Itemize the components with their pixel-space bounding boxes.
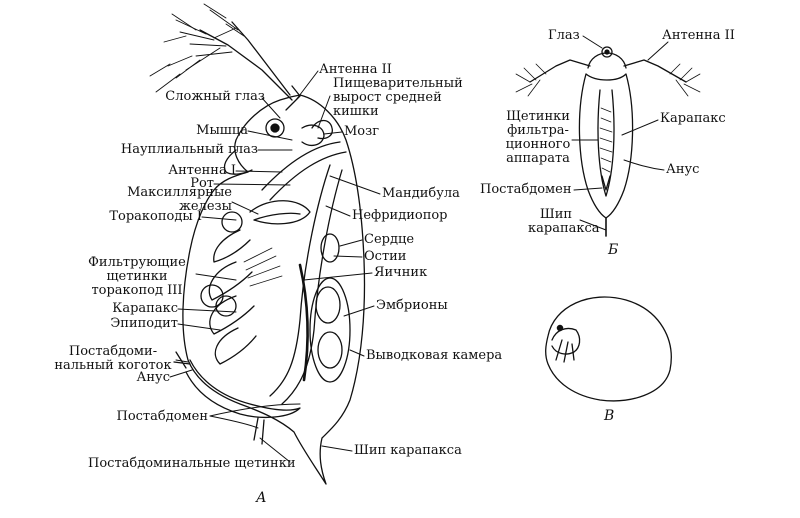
label-postabdomen-b: Постабдомен [480,182,572,197]
label-thoracopods-1: Торакоподы I [109,209,202,224]
panel-c-drawing [545,296,672,402]
label-embryos: Эмбрионы [376,298,448,313]
label-antenna-2-a: Антенна II [319,62,392,77]
label-eye-b: Глаз [548,28,580,43]
label-postabdominal-claw: Постабдоми- нальный коготок [54,344,172,373]
brain-shape [301,124,325,147]
label-anus-b: Анус [666,162,700,177]
label-muscle: Мышца [196,123,248,138]
antenna-ii-a [149,3,301,111]
label-compound-eye: Сложный глаз [165,89,265,104]
brood-chamber-shape [309,277,351,383]
label-mandible: Мандибула [382,186,460,201]
label-postabdominal-setae: Постабдоминальные щетинки [88,456,296,471]
thoracopods-a [200,211,283,365]
label-filter-setae-b: Щетинки фильтра- ционного аппарата [505,109,571,166]
label-mouth: Рот [190,176,214,191]
label-brain: Мозг [344,124,380,139]
label-maxillary-glands: Максиллярные железы [127,185,232,214]
body-outline-a [182,94,366,485]
label-ostia: Остии [364,249,407,264]
label-nephridiopore: Нефридиопор [352,208,448,223]
panel-letter-b: Б [608,242,619,258]
label-carapace-spine-b: Шип карапакса [528,207,600,236]
postabdominal-claw-shape [173,351,191,369]
label-carapace-b: Карапакс [660,111,726,126]
label-heart: Сердце [364,232,415,247]
postabdomen-a [185,359,301,418]
label-brood-chamber: Выводковая камера [366,348,503,363]
gut-a [261,141,347,405]
label-naupliar-eye: Науплиальный глаз [120,142,258,157]
panel-letter-c: В [604,408,615,424]
ovary-shape [298,263,309,382]
label-digestive-caecum: Пищеварительный вырост средней кишки [333,76,463,119]
panel-a-leaders [169,70,381,463]
panel-letter-a: А [256,490,267,506]
label-antenna-2-b: Антенна II [662,28,735,43]
label-epipodite: Эпиподит [110,316,178,331]
label-carapace-a: Карапакс [112,301,178,316]
heart-shape [320,233,340,263]
label-antenna-1: Антенна I [168,163,236,178]
label-anus-a: Анус [136,370,170,385]
panel-b-drawing [515,35,701,237]
label-ovary: Яичник [374,265,428,280]
label-filter-setae: Фильтрующие щетинки торакопод III [88,255,186,298]
carapace-b [578,73,634,219]
label-carapace-spine-a: Шип карапакса [354,443,462,458]
label-postabdomen-a: Постабдомен [116,409,208,424]
